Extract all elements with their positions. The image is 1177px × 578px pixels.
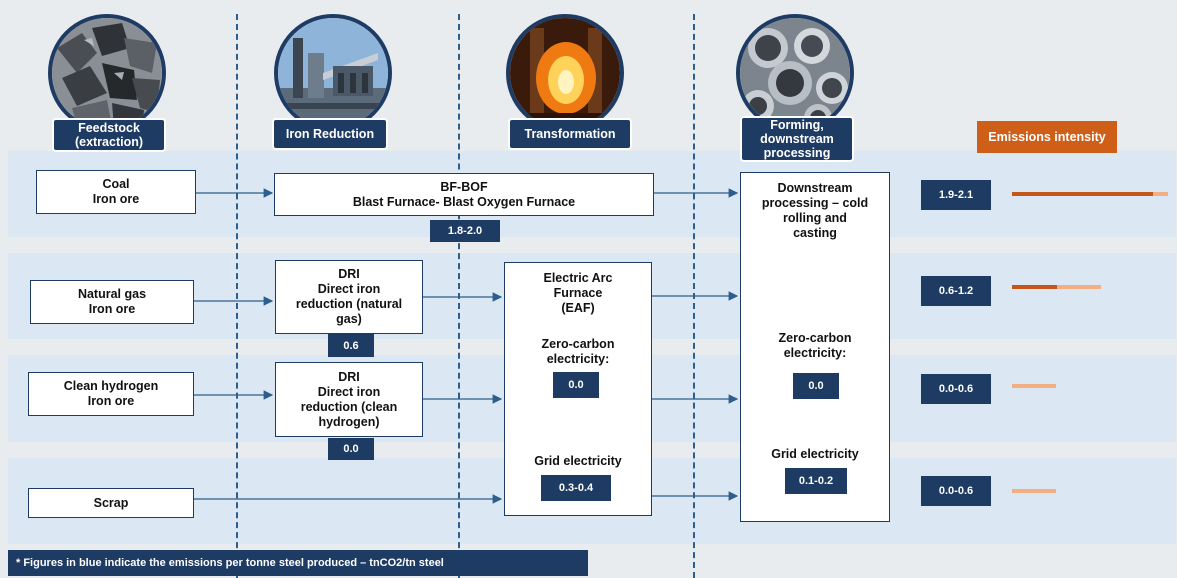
downstream-title: Downstream processing – cold rolling and… (761, 181, 869, 240)
dri-clean-hydrogen-box: DRI Direct iron reduction (clean hydroge… (275, 362, 423, 437)
bf-bof-box: BF-BOF Blast Furnace- Blast Oxygen Furna… (274, 173, 654, 216)
bf-bof-emission-badge: 1.8-2.0 (430, 220, 500, 242)
dri-natural-gas-box: DRI Direct iron reduction (natural gas) (275, 260, 423, 334)
eaf-zero-carbon-badge: 0.0 (553, 372, 599, 398)
downstream-grid-electricity-badge: 0.1-0.2 (785, 468, 847, 494)
downstream-grid-electricity-label: Grid electricity (771, 447, 859, 461)
emission-bar-clean-hydrogen (1012, 384, 1056, 388)
input-clean-hydrogen-iron-ore: Clean hydrogen Iron ore (28, 372, 194, 416)
column-divider-1 (236, 14, 238, 578)
emissions-intensity-header: Emissions intensity (977, 121, 1117, 153)
steel-plant-image (274, 14, 392, 132)
stage-header-transformation: Transformation (508, 118, 632, 150)
steel-pipes-image (736, 14, 854, 132)
stage-header-forming: Forming, downstream processing (740, 116, 854, 162)
furnace-image (506, 14, 624, 132)
downstream-processing-box: Downstream processing – cold rolling and… (740, 172, 890, 522)
eaf-grid-electricity-label: Grid electricity (534, 454, 622, 468)
stage-header-feedstock: Feedstock (extraction) (52, 118, 166, 152)
column-divider-2 (458, 14, 460, 578)
downstream-zero-carbon-label: Zero-carbon electricity: (778, 331, 852, 360)
emission-bar-natural-gas-low (1012, 285, 1057, 289)
emission-badge-natural-gas: 0.6-1.2 (921, 276, 991, 306)
emission-bar-coal-low (1012, 192, 1153, 196)
input-coal-iron-ore: Coal Iron ore (36, 170, 196, 214)
dri-natural-gas-emission-badge: 0.6 (328, 334, 374, 357)
input-natural-gas-iron-ore: Natural gas Iron ore (30, 280, 194, 324)
eaf-grid-electricity-badge: 0.3-0.4 (541, 475, 611, 501)
dri-clean-hydrogen-emission-badge: 0.0 (328, 438, 374, 460)
emission-badge-clean-hydrogen: 0.0-0.6 (921, 374, 991, 404)
stage-header-iron-reduction: Iron Reduction (272, 118, 388, 150)
emission-bar-scrap (1012, 489, 1056, 493)
emission-bar-natural-gas (1012, 285, 1101, 289)
emission-bar-coal (1012, 192, 1168, 196)
eaf-zero-carbon-label: Zero-carbon electricity: (541, 337, 615, 366)
emission-badge-coal: 1.9-2.1 (921, 180, 991, 210)
input-scrap: Scrap (28, 488, 194, 518)
eaf-box: Electric Arc Furnace (EAF) Zero-carbon e… (504, 262, 652, 516)
footnote: * Figures in blue indicate the emissions… (8, 550, 588, 576)
downstream-zero-carbon-badge: 0.0 (793, 373, 839, 399)
eaf-title: Electric Arc Furnace (EAF) (543, 271, 613, 315)
emission-badge-scrap: 0.0-0.6 (921, 476, 991, 506)
